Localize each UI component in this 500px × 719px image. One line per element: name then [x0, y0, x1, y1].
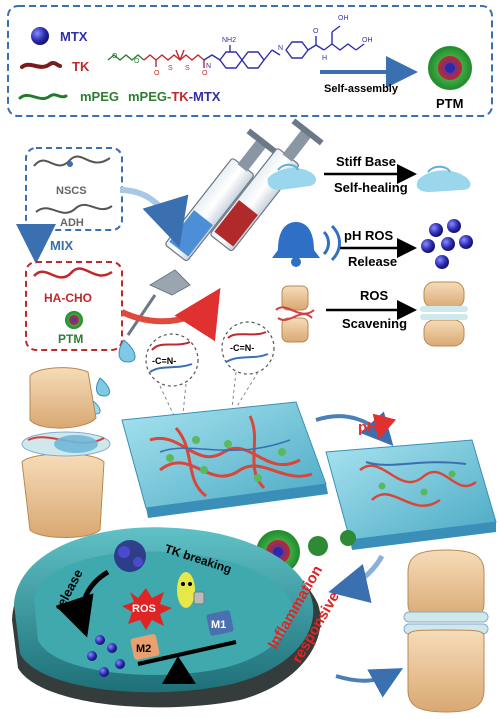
ros-burst-icon: [122, 588, 172, 630]
healthy-joint-large: [403, 549, 489, 713]
conjugate-name: mPEG-TK-MTX: [128, 89, 221, 104]
self-assembly-label: Self-assembly: [324, 83, 399, 95]
degraded-hydrogel-slab: [325, 439, 497, 550]
ptm-micelle-icon: [428, 46, 472, 90]
adh-label: ADH: [60, 217, 84, 229]
nscs-chain: [33, 155, 111, 167]
ph-down-arrow: [372, 413, 397, 440]
released-mtx-beads: [421, 219, 473, 269]
mix-label: MIX: [50, 238, 73, 253]
mtx-n-methyl: N: [278, 45, 283, 52]
finger-healed-icon: [416, 165, 471, 192]
m1-label: M1: [211, 619, 226, 631]
healing-arrow: [335, 668, 404, 698]
property-2-top: pH ROS: [344, 228, 393, 243]
gel-droplets: [89, 339, 136, 415]
property-3-top: ROS: [360, 288, 389, 303]
m2-label: M2: [136, 643, 151, 655]
ptm-product-label: PTM: [436, 96, 463, 111]
tk-chain-icon: [20, 61, 62, 69]
flow-arrow-red: [120, 287, 221, 342]
ptm-mixture-label: PTM: [58, 332, 83, 346]
property-2-bottom: Release: [348, 254, 397, 269]
antioxidant-character-icon: [177, 572, 205, 608]
imine-bond-callout-right: [221, 321, 275, 409]
conjugate-part-tk: TK: [171, 89, 189, 104]
ph-label: pH: [358, 419, 378, 436]
ptm-in-mixture-icon: [65, 311, 83, 329]
knee-joint-illustration: [21, 367, 111, 538]
ros-label: ROS: [132, 603, 156, 615]
m2-m1-seesaw: [130, 610, 237, 684]
tk-carbonyl-o: O: [154, 70, 160, 77]
mpeg-o-atom: O: [112, 53, 118, 60]
mtx-nh2-label: NH2: [222, 37, 236, 44]
conjugate-part-mpeg: mPEG-: [128, 89, 171, 104]
mpeg-tk-mtx-structure: O O O S S O N NH2 N O H OH OH: [107, 15, 373, 77]
nscs-label: NSCS: [56, 185, 87, 197]
conjugate-part-mtx: -MTX: [189, 89, 221, 104]
bell-icon: [272, 222, 341, 267]
nscs-node: [67, 161, 73, 167]
legend-mpeg-label: mPEG: [80, 89, 119, 104]
healthy-joint-icon-small: [420, 281, 468, 347]
mtx-amide-o: O: [313, 28, 319, 35]
adh-chain: [35, 203, 113, 214]
legend-mtx-label: MTX: [60, 29, 88, 44]
imine-bond-left-label: -C=N-: [152, 356, 176, 366]
mpeg-o-atom-2: O: [134, 58, 140, 65]
ha-cho-chain: [33, 267, 113, 279]
mtx-oh-right: OH: [362, 37, 373, 44]
legend-tk-label: TK: [72, 59, 90, 74]
property-1-bottom: Self-healing: [334, 180, 408, 195]
mtx-beads-in-cell: [87, 635, 125, 677]
mtx-cluster-in-cell: [114, 540, 146, 572]
inflamed-joint-icon: [275, 285, 315, 343]
tk-carbonyl-o-2: O: [202, 70, 208, 77]
mtx-oh-top: OH: [338, 15, 349, 22]
release-arrow: [55, 569, 110, 638]
ha-cho-frame: [25, 261, 123, 351]
flow-arrow-blue: [119, 187, 189, 248]
imine-bond-right-label: -C=N-: [230, 343, 254, 353]
finger-press-icon: [267, 163, 316, 190]
tk-sulfur-2: S: [185, 65, 190, 72]
ha-cho-label: HA-CHO: [44, 291, 92, 305]
mtx-bead-icon: [31, 27, 49, 45]
mpeg-chain-icon: [18, 93, 68, 101]
mtx-amide-nh: H: [322, 55, 327, 62]
property-3-bottom: Scavening: [342, 316, 407, 331]
top-panel-frame: [7, 5, 493, 117]
tk-sulfur-1: S: [168, 65, 173, 72]
mtx-n-atom-1: N: [206, 63, 211, 70]
ptm-uptake-arrow: [328, 554, 385, 604]
property-1-top: Stiff Base: [336, 154, 396, 169]
imine-bond-callout-left: [145, 333, 199, 425]
hydrogel-slab: [121, 401, 328, 518]
